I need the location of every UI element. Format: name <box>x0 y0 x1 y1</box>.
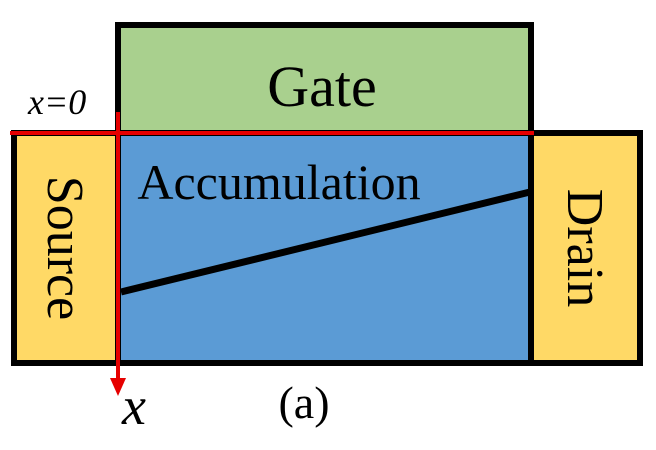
gate-block <box>115 22 534 136</box>
x-axis-arrowhead <box>110 378 126 396</box>
source-block <box>11 130 121 366</box>
drain-label: Drain <box>556 189 613 307</box>
accumulation-label: Accumulation <box>137 154 420 210</box>
figure-caption: (a) <box>278 377 329 428</box>
x-origin-label: x=0 <box>27 82 86 122</box>
source-label: Source <box>36 176 93 320</box>
accumulation-boundary-line <box>120 188 531 296</box>
x-axis-label: x <box>121 376 146 436</box>
gate-label: Gate <box>267 54 377 119</box>
channel-region <box>115 130 534 366</box>
drain-block <box>528 130 643 366</box>
